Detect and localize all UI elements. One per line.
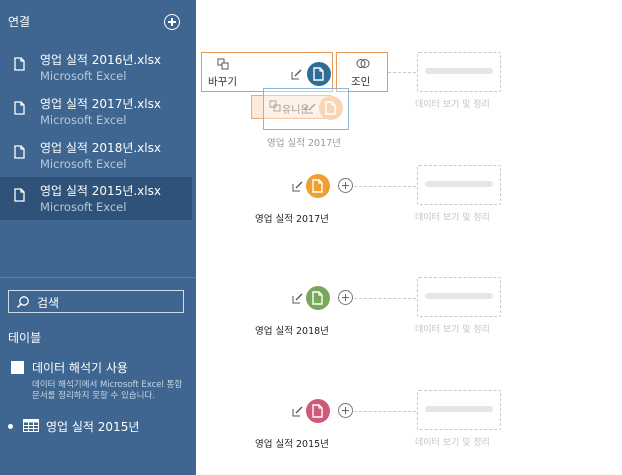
connection-item-2018[interactable]: 영업 실적 2018년.xlsx Microsoft Excel: [0, 134, 192, 177]
connection-type: Microsoft Excel: [40, 69, 127, 83]
edit-icon[interactable]: [291, 69, 302, 80]
flow-connector: [354, 411, 416, 412]
connection-type: Microsoft Excel: [40, 200, 127, 214]
join-label: 조인: [351, 76, 371, 88]
table-active-dot: [8, 424, 13, 429]
connection-name: 영업 실적 2015년.xlsx: [40, 184, 161, 198]
file-icon: [312, 291, 323, 305]
clean-step-label: 데이터 보기 및 정리: [415, 325, 490, 335]
table-node-2017[interactable]: [306, 174, 330, 198]
table-node-2015[interactable]: [306, 399, 330, 423]
search-icon: [16, 296, 29, 309]
edit-icon[interactable]: [292, 406, 303, 417]
interpreter-checkbox[interactable]: [11, 361, 24, 374]
replace-icon: [217, 58, 229, 70]
union-icon: [269, 100, 281, 112]
dragged-table-label: 영업 실적 2017년: [267, 138, 341, 149]
connection-item-2016[interactable]: 영업 실적 2016년.xlsx Microsoft Excel: [0, 46, 192, 89]
table-node-label: 영업 실적 2018년: [255, 326, 329, 337]
flow-connector: [354, 298, 416, 299]
file-icon: [325, 101, 336, 115]
interpreter-label: 데이터 해석기 사용: [32, 361, 128, 375]
table-icon: [23, 419, 39, 432]
tables-header: 테이블: [8, 331, 42, 345]
connection-name: 영업 실적 2017년.xlsx: [40, 97, 161, 111]
connection-type: Microsoft Excel: [40, 157, 127, 171]
clean-step-label: 데이터 보기 및 정리: [415, 100, 490, 110]
sidebar-divider: [0, 277, 196, 278]
table-item[interactable]: 영업 실적 2015년: [46, 420, 140, 434]
file-icon: [313, 67, 324, 81]
file-icon: [312, 179, 323, 193]
edit-icon[interactable]: [292, 293, 303, 304]
table-node-label: 영업 실적 2017년: [255, 214, 329, 225]
clean-step-label: 데이터 보기 및 정리: [415, 213, 490, 223]
flow-connector: [354, 186, 416, 187]
union-drop-zone[interactable]: 유니온: [251, 95, 331, 119]
add-step-button[interactable]: [338, 178, 353, 193]
search-input[interactable]: 검색: [8, 290, 184, 313]
top-table-node[interactable]: [307, 62, 331, 86]
union-label: 유니온: [282, 105, 310, 116]
clean-step-placeholder: [417, 390, 501, 430]
search-placeholder: 검색: [37, 296, 60, 310]
file-icon: [14, 188, 25, 202]
add-step-button[interactable]: [338, 290, 353, 305]
edit-icon[interactable]: [292, 181, 303, 192]
file-icon: [312, 404, 323, 418]
edit-icon: [305, 103, 316, 114]
table-node-2018[interactable]: [306, 286, 330, 310]
connections-sidebar: 연결 영업 실적 2016년.xlsx Microsoft Excel 영업 실…: [0, 0, 196, 475]
connection-item-2017[interactable]: 영업 실적 2017년.xlsx Microsoft Excel: [0, 90, 192, 133]
connection-name: 영업 실적 2016년.xlsx: [40, 53, 161, 67]
add-step-button[interactable]: [338, 403, 353, 418]
table-node-label: 영업 실적 2015년: [255, 439, 329, 450]
connection-item-2015[interactable]: 영업 실적 2015년.xlsx Microsoft Excel: [0, 177, 192, 220]
clean-step-placeholder: [417, 165, 501, 205]
join-drop-zone[interactable]: 조인: [336, 52, 388, 92]
replace-label: 바꾸기: [208, 76, 237, 88]
flow-connector: [388, 72, 416, 73]
clean-step-placeholder: [417, 277, 501, 317]
dragged-table-node[interactable]: [319, 96, 343, 120]
file-icon: [14, 101, 25, 115]
connection-type: Microsoft Excel: [40, 113, 127, 127]
file-icon: [14, 57, 25, 71]
clean-step-label: 데이터 보기 및 정리: [415, 438, 490, 448]
drag-preview-box: [263, 88, 349, 130]
join-icon: [356, 59, 370, 68]
file-icon: [14, 145, 25, 159]
add-connection-icon[interactable]: [164, 14, 180, 30]
flow-canvas[interactable]: 바꾸기 조인 데이터 보기 및 정리 유니온 영업 실적 2017년 데이터 보…: [196, 0, 622, 475]
connection-name: 영업 실적 2018년.xlsx: [40, 141, 161, 155]
connections-header: 연결: [8, 15, 31, 29]
interpreter-description: 데이터 해석기에서 Microsoft Excel 통합 문서를 정리하지 못할…: [32, 380, 183, 401]
clean-step-placeholder: [417, 52, 501, 92]
